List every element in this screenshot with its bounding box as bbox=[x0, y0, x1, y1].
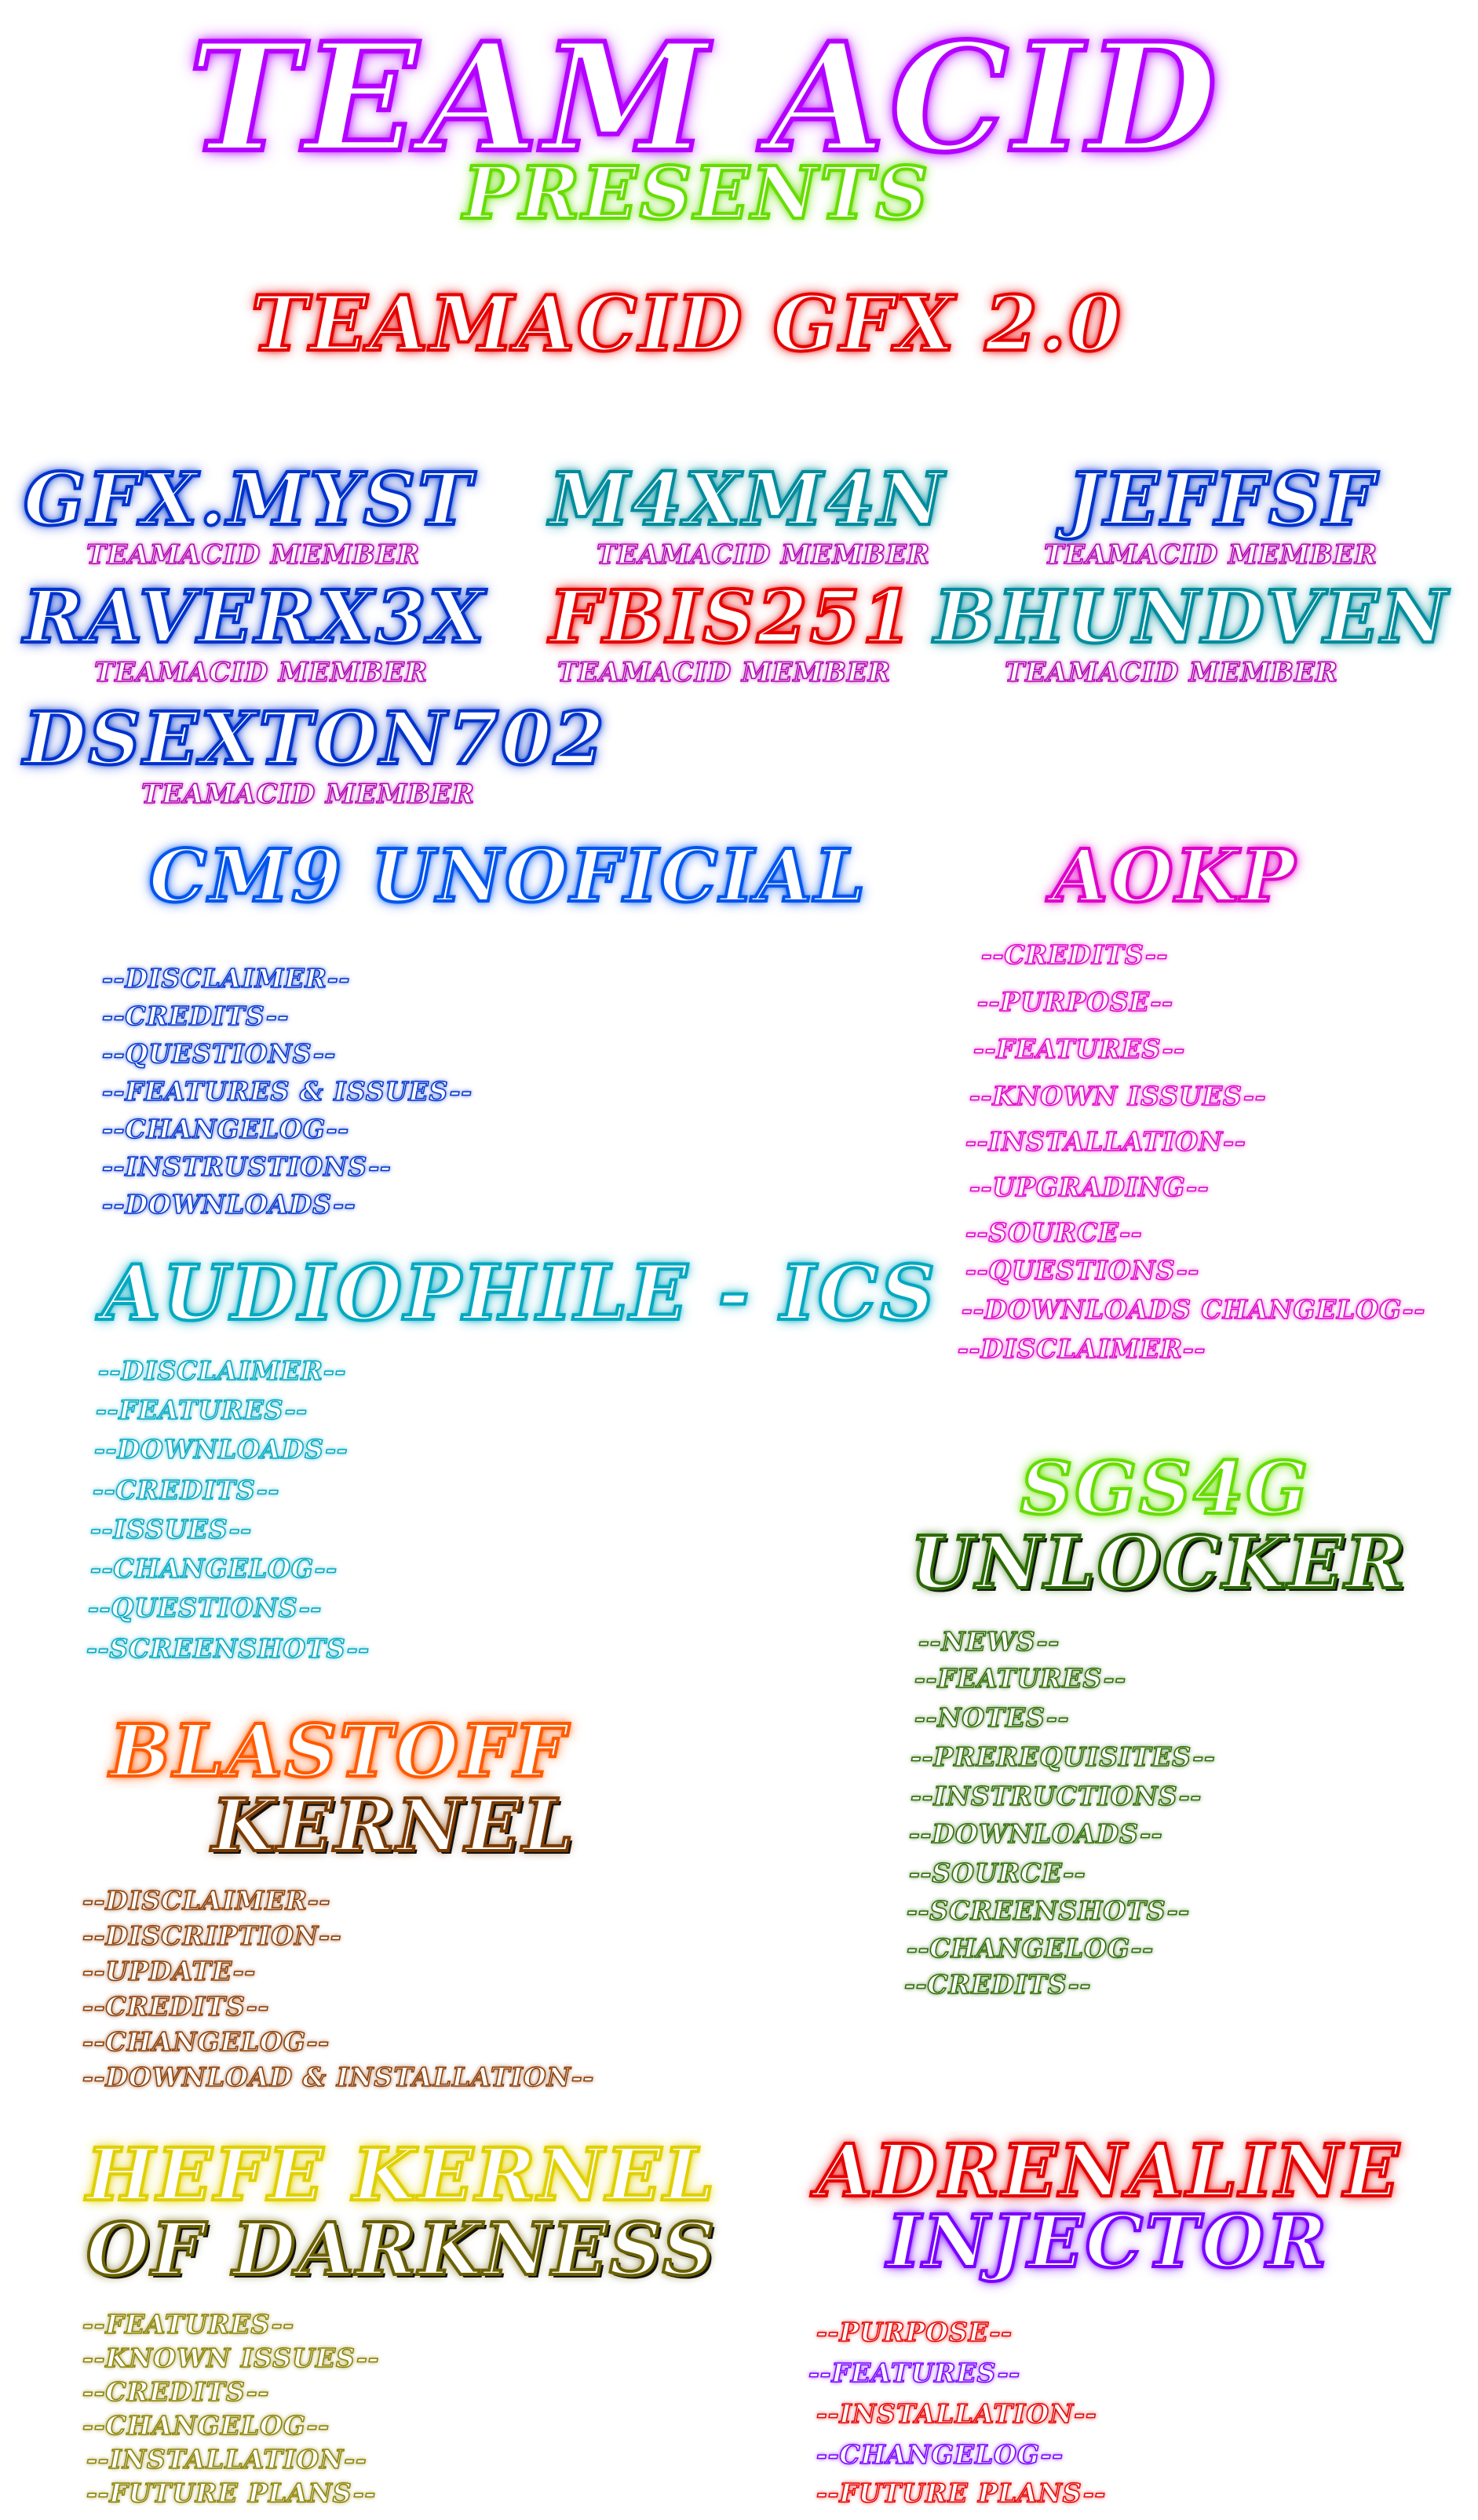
member-name: DSEXTON702 bbox=[22, 696, 607, 781]
audiophile-link-downloads[interactable]: --DOWNLOADS-- bbox=[93, 1434, 349, 1464]
sgs4g-link-screenshots[interactable]: --SCREENSHOTS-- bbox=[906, 1895, 1191, 1926]
sgs4g-link-features[interactable]: --FEATURES-- bbox=[914, 1663, 1127, 1694]
blastoff-link-credits[interactable]: --CREDITS-- bbox=[82, 1991, 270, 2022]
member-role: TEAMACID MEMBER bbox=[86, 539, 420, 571]
hefe-kernel-title: HEFE KERNEL bbox=[85, 2132, 717, 2217]
hefe-link-features[interactable]: --FEATURES-- bbox=[82, 2309, 295, 2339]
sgs4g-link-credits[interactable]: --CREDITS-- bbox=[903, 1969, 1092, 2000]
aokp-title: AOKP bbox=[1050, 833, 1297, 918]
audiophile-link-questions[interactable]: --QUESTIONS-- bbox=[87, 1592, 323, 1623]
presents-label: PRESENTS bbox=[462, 151, 931, 235]
sgs4g-link-prerequisites[interactable]: --PREREQUISITES-- bbox=[910, 1741, 1216, 1772]
aokp-link-source[interactable]: --SOURCE-- bbox=[965, 1217, 1143, 1248]
sgs4g-link-changelog[interactable]: --CHANGELOG-- bbox=[906, 1933, 1155, 1964]
cm9-link-changelog[interactable]: --CHANGELOG-- bbox=[101, 1114, 350, 1144]
product-title: TEAMACID GFX 2.0 bbox=[250, 279, 1123, 368]
aokp-link-installation[interactable]: --INSTALLATION-- bbox=[965, 1126, 1246, 1157]
member-role: TEAMACID MEMBER bbox=[93, 657, 428, 688]
aokp-link-features[interactable]: --FEATURES-- bbox=[973, 1034, 1186, 1064]
member-name: GFX.MYST bbox=[22, 457, 474, 542]
cm9-link-instructions[interactable]: --INSTRUSTIONS-- bbox=[101, 1151, 392, 1182]
adrenaline-link-future-plans[interactable]: --FUTURE PLANS-- bbox=[816, 2478, 1107, 2508]
hefe-link-changelog[interactable]: --CHANGELOG-- bbox=[82, 2410, 330, 2441]
aokp-link-credits[interactable]: --CREDITS-- bbox=[980, 939, 1169, 970]
unlocker-title: UNLOCKER bbox=[909, 1520, 1407, 1605]
blastoff-link-changelog[interactable]: --CHANGELOG-- bbox=[82, 2026, 330, 2057]
sgs4g-title: SGS4G bbox=[1019, 1446, 1311, 1530]
cm9-link-credits[interactable]: --CREDITS-- bbox=[101, 1001, 290, 1031]
member-name: M4XM4N bbox=[548, 457, 947, 542]
audiophile-link-screenshots[interactable]: --SCREENSHOTS-- bbox=[86, 1633, 370, 1664]
audiophile-link-issues[interactable]: --ISSUES-- bbox=[89, 1514, 253, 1544]
member-name: JEFFSF bbox=[1066, 457, 1378, 542]
blastoff-link-disclaimer[interactable]: --DISCLAIMER-- bbox=[82, 1885, 331, 1916]
sgs4g-link-instructions[interactable]: --INSTRUCTIONS-- bbox=[910, 1781, 1202, 1811]
hefe-link-installation[interactable]: --INSTALLATION-- bbox=[86, 2444, 367, 2474]
blastoff-title: BLASTOFF bbox=[108, 1709, 568, 1793]
sgs4g-link-news[interactable]: --NEWS-- bbox=[918, 1626, 1060, 1657]
cm9-link-questions[interactable]: --QUESTIONS-- bbox=[101, 1038, 337, 1069]
aokp-link-disclaimer[interactable]: --DISCLAIMER-- bbox=[957, 1333, 1206, 1364]
sgs4g-link-source[interactable]: --SOURCE-- bbox=[908, 1858, 1086, 1888]
member-name: FBIS251 bbox=[548, 574, 915, 659]
blastoff-link-discription[interactable]: --DISCRIPTION-- bbox=[82, 1920, 342, 1951]
team-acid-title: TEAM ACID bbox=[186, 10, 1222, 185]
aokp-link-questions[interactable]: --QUESTIONS-- bbox=[965, 1255, 1200, 1286]
blastoff-link-download-installation[interactable]: --DOWNLOAD & INSTALLATION-- bbox=[82, 2062, 595, 2092]
kernel-title: KERNEL bbox=[210, 1783, 576, 1868]
sgs4g-link-downloads[interactable]: --DOWNLOADS-- bbox=[908, 1818, 1163, 1849]
aokp-link-upgrading[interactable]: --UPGRADING-- bbox=[969, 1172, 1210, 1202]
audiophile-link-changelog[interactable]: --CHANGELOG-- bbox=[89, 1553, 338, 1584]
cm9-link-disclaimer[interactable]: --DISCLAIMER-- bbox=[101, 963, 351, 994]
adrenaline-link-features[interactable]: --FEATURES-- bbox=[808, 2358, 1021, 2388]
audiophile-link-disclaimer[interactable]: --DISCLAIMER-- bbox=[97, 1355, 347, 1386]
cm9-link-downloads[interactable]: --DOWNLOADS-- bbox=[101, 1189, 356, 1220]
member-role: TEAMACID MEMBER bbox=[1043, 539, 1378, 571]
adrenaline-link-purpose[interactable]: --PURPOSE-- bbox=[816, 2317, 1013, 2347]
member-role: TEAMACID MEMBER bbox=[596, 539, 930, 571]
member-role: TEAMACID MEMBER bbox=[1004, 657, 1338, 688]
hefe-link-future-plans[interactable]: --FUTURE PLANS-- bbox=[86, 2478, 377, 2508]
of-darkness-title: OF DARKNESS bbox=[85, 2207, 717, 2292]
hefe-link-credits[interactable]: --CREDITS-- bbox=[82, 2376, 270, 2407]
member-name: BHUNDVEN bbox=[932, 574, 1450, 659]
adrenaline-link-installation[interactable]: --INSTALLATION-- bbox=[816, 2398, 1097, 2429]
cm9-link-features-issues[interactable]: --FEATURES & ISSUES-- bbox=[101, 1076, 473, 1107]
aokp-link-downloads-changelog[interactable]: --DOWNLOADS CHANGELOG-- bbox=[961, 1294, 1426, 1325]
member-role: TEAMACID MEMBER bbox=[141, 779, 475, 810]
injector-title: INJECTOR bbox=[885, 2199, 1330, 2284]
aokp-link-purpose[interactable]: --PURPOSE-- bbox=[976, 986, 1173, 1017]
member-role: TEAMACID MEMBER bbox=[557, 657, 891, 688]
member-name: RAVERX3X bbox=[22, 574, 487, 659]
blastoff-link-update[interactable]: --UPDATE-- bbox=[82, 1956, 257, 1986]
adrenaline-title: ADRENALINE bbox=[815, 2128, 1402, 2213]
audiophile-link-features[interactable]: --FEATURES-- bbox=[95, 1395, 308, 1425]
audiophile-link-credits[interactable]: --CREDITS-- bbox=[92, 1475, 280, 1505]
aokp-link-known-issues[interactable]: --KNOWN ISSUES-- bbox=[969, 1081, 1267, 1111]
hefe-link-known-issues[interactable]: --KNOWN ISSUES-- bbox=[82, 2343, 380, 2373]
audiophile-title: AUDIOPHILE - ICS bbox=[100, 1249, 937, 1337]
sgs4g-link-notes[interactable]: --NOTES-- bbox=[914, 1702, 1070, 1733]
cm9-title: CM9 UNOFICIAL bbox=[148, 833, 868, 918]
adrenaline-link-changelog[interactable]: --CHANGELOG-- bbox=[816, 2439, 1064, 2470]
